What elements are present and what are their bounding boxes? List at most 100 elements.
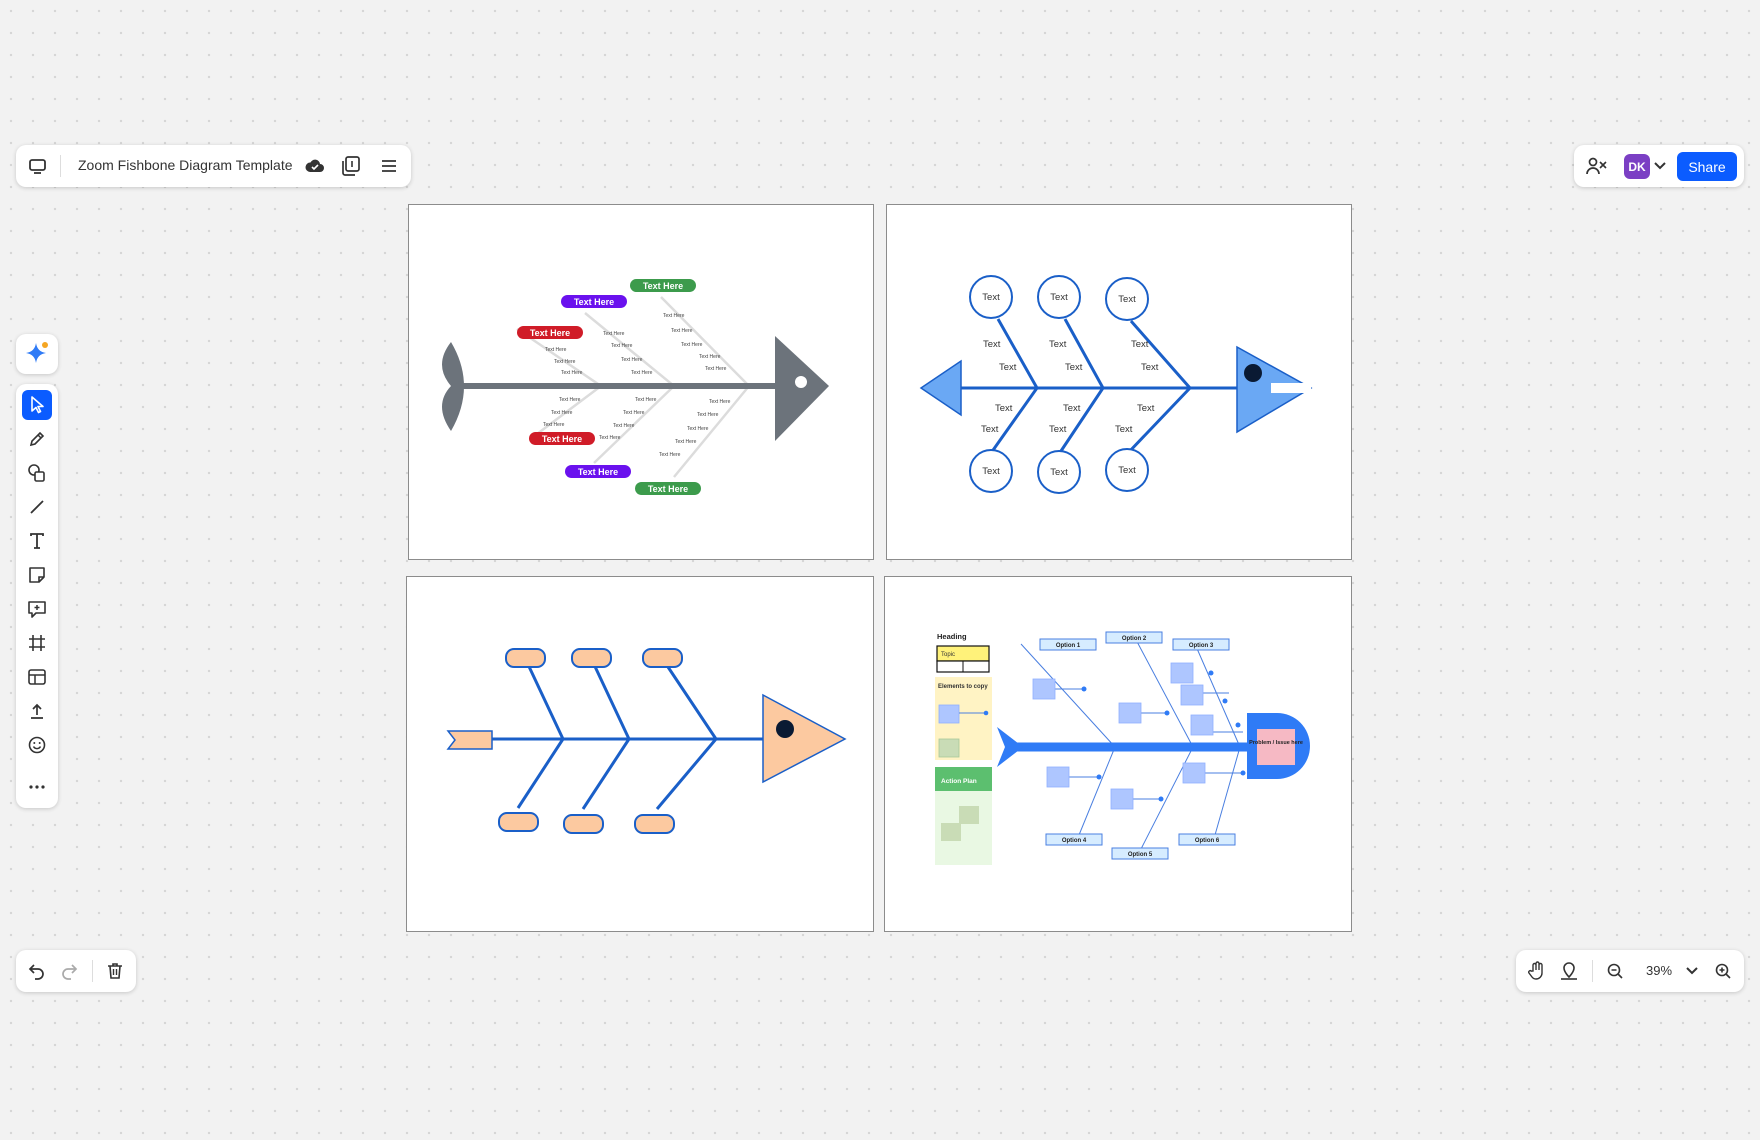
- hand-pan-icon[interactable]: [1522, 956, 1552, 986]
- fish-mouth: [1271, 383, 1311, 393]
- branch-label: Text: [983, 339, 1001, 350]
- emoji-tool-icon[interactable]: [22, 730, 52, 760]
- frame-peach-fishbone[interactable]: [406, 576, 874, 932]
- document-toolbar: Zoom Fishbone Diagram Template: [16, 145, 411, 187]
- small-label: Text Here: [705, 366, 727, 372]
- undo-icon[interactable]: [22, 956, 52, 986]
- ai-sparkle-icon[interactable]: [22, 339, 52, 369]
- small-label: Text Here: [663, 313, 685, 319]
- head-label: Text Here: [542, 434, 582, 444]
- fish-eye: [776, 720, 794, 738]
- trash-icon[interactable]: [100, 956, 130, 986]
- frame-options-fishbone[interactable]: Heading Topic Elements to copy Action Pl…: [884, 576, 1352, 932]
- collaboration-toolbar: DK Share: [1574, 145, 1744, 187]
- fish-tail: [446, 730, 493, 750]
- option-box: [1045, 833, 1103, 846]
- sticky-boxes: [1032, 662, 1214, 810]
- small-label: Text Here: [699, 354, 721, 360]
- branch-label: Text: [995, 403, 1013, 414]
- board-menu-icon[interactable]: [23, 151, 53, 181]
- document-title[interactable]: Zoom Fishbone Diagram Template: [78, 157, 293, 173]
- small-label: Text Here: [687, 426, 709, 432]
- head-label-pill: [565, 465, 631, 478]
- shapes-tool-icon[interactable]: [22, 458, 52, 488]
- share-button[interactable]: Share: [1677, 152, 1737, 181]
- branch-label: Text: [1137, 403, 1155, 414]
- small-label: Text Here: [559, 397, 581, 403]
- small-label: Text Here: [561, 370, 583, 376]
- zoom-in-icon[interactable]: [1708, 956, 1738, 986]
- head-label-group: Text Here Text Here Text Here Text Here …: [517, 279, 701, 495]
- topic-pill: [634, 814, 675, 834]
- fish-head: [762, 693, 847, 784]
- follow-user-icon[interactable]: [1582, 151, 1612, 181]
- frame-tool-icon[interactable]: [22, 628, 52, 658]
- pages-icon[interactable]: [336, 151, 366, 181]
- sticky-note-tool-icon[interactable]: [22, 560, 52, 590]
- connector-dots: [1081, 670, 1246, 802]
- hamburger-menu-icon[interactable]: [374, 151, 404, 181]
- fish-bones: [516, 296, 750, 478]
- branch-label: Text: [1049, 339, 1067, 350]
- head-label-pill: [630, 279, 696, 292]
- topic-pills: [498, 648, 683, 834]
- more-tools-icon[interactable]: [22, 772, 52, 802]
- option-labels: Option 1 Option 2 Option 3 Option 4 Opti…: [1056, 636, 1220, 858]
- chevron-down-icon[interactable]: [1650, 151, 1670, 181]
- problem-label: Problem / Issue here: [1249, 740, 1303, 746]
- line-tool-icon[interactable]: [22, 492, 52, 522]
- legend-heading: Heading: [937, 632, 967, 641]
- text-tool-icon[interactable]: [22, 526, 52, 556]
- small-label: Text Here: [709, 399, 731, 405]
- branch-label: Text: [1065, 362, 1083, 373]
- small-label: Text Here: [603, 331, 625, 337]
- topic-circle: [1105, 448, 1149, 492]
- fish-tail: [919, 359, 962, 417]
- templates-tool-icon[interactable]: [22, 662, 52, 692]
- legend-elements: Elements to copy: [938, 684, 988, 690]
- option-label: Option 5: [1128, 852, 1153, 858]
- sticky-box: [1170, 662, 1194, 684]
- branch-label: Text: [999, 362, 1017, 373]
- select-tool-icon[interactable]: [22, 390, 52, 420]
- upload-tool-icon[interactable]: [22, 696, 52, 726]
- branch-labels: Text Text Text Text Text Text Text Text …: [981, 339, 1159, 435]
- history-toolbar: [16, 950, 136, 992]
- divider: [1592, 960, 1593, 982]
- legend-topic: Topic: [941, 652, 955, 658]
- zoom-level[interactable]: 39%: [1646, 963, 1673, 978]
- sticky-box: [1180, 684, 1204, 706]
- head-label: Text Here: [530, 328, 570, 338]
- topic-circle: [969, 275, 1013, 319]
- ai-companion-panel: [16, 334, 58, 374]
- chevron-down-icon[interactable]: [1682, 956, 1702, 986]
- head-label: Text Here: [578, 467, 618, 477]
- branch-label: Text: [1063, 403, 1081, 414]
- small-label: Text Here: [613, 423, 635, 429]
- pen-tool-icon[interactable]: [22, 424, 52, 454]
- user-avatar[interactable]: DK: [1624, 154, 1650, 179]
- minimap-icon[interactable]: [1554, 956, 1584, 986]
- option-box: [1178, 833, 1236, 846]
- zoom-out-icon[interactable]: [1600, 956, 1630, 986]
- option-box: [1039, 638, 1097, 651]
- sticky-box: [1110, 788, 1134, 810]
- circle-label: Text: [1118, 465, 1136, 476]
- sticky-connectors: [1053, 688, 1243, 800]
- fish-eye: [1244, 364, 1262, 382]
- fish-head: [775, 336, 829, 441]
- option-box: [1111, 847, 1169, 860]
- redo-icon[interactable]: [54, 956, 84, 986]
- cloud-saved-icon[interactable]: [300, 151, 330, 181]
- sticky-box: [1182, 762, 1206, 784]
- view-toolbar: 39%: [1516, 950, 1744, 992]
- fish-tail: [997, 727, 1023, 767]
- topic-circle: [1037, 275, 1081, 319]
- frame-gray-fishbone[interactable]: Text Here Text Here Text Here Text Here …: [408, 204, 874, 560]
- small-label: Text Here: [623, 410, 645, 416]
- topic-circle: [1105, 277, 1149, 321]
- frame-blue-circles-fishbone[interactable]: Text Text Text Text Text Text Text Text …: [886, 204, 1352, 560]
- comment-tool-icon[interactable]: [22, 594, 52, 624]
- small-label: Text Here: [599, 435, 621, 441]
- head-label-pill: [529, 432, 595, 445]
